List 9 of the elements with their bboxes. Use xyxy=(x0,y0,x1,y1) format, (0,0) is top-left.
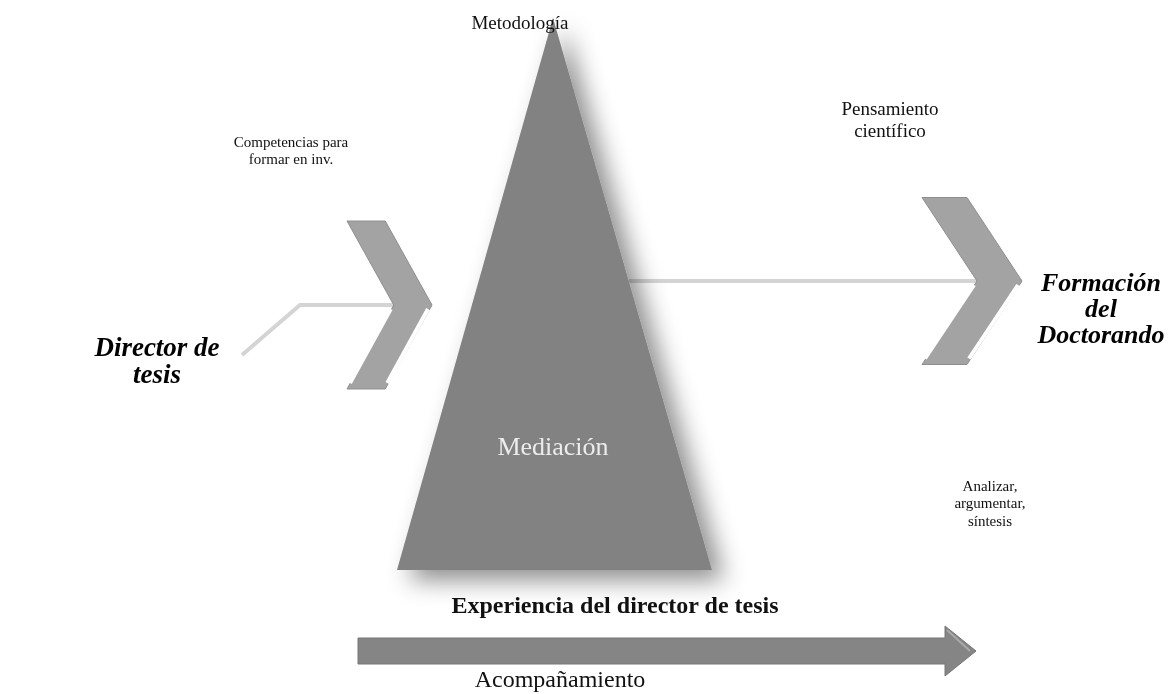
text-label: Experiencia del director de tesis xyxy=(450,592,780,620)
text-label: Pensamiento científico xyxy=(840,98,940,142)
text-label: Competencias para formar en inv. xyxy=(232,134,350,169)
node-label: Formación del Doctorando xyxy=(1026,268,1176,350)
text-label: Metodología xyxy=(470,12,570,34)
node-label: Director de tesis xyxy=(72,325,242,397)
text-label: Acompañamiento xyxy=(473,666,647,694)
node-label: Mediación xyxy=(496,432,610,462)
text-label: Analizar, argumentar, síntesis xyxy=(953,478,1027,530)
